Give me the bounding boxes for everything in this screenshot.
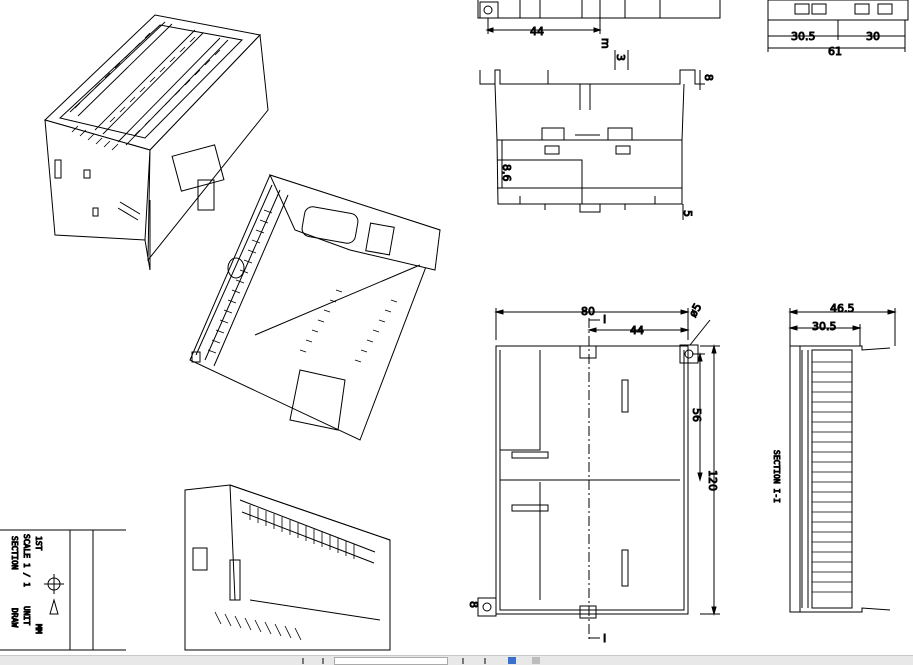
top-view-dim-44: 44: [530, 25, 544, 38]
front-dim-44: 44: [630, 324, 644, 337]
top-view-dim-3: 3: [614, 54, 627, 61]
status-divider: [322, 658, 324, 664]
status-divider: [484, 658, 486, 664]
section-dim-46-5: 46.5: [830, 302, 855, 315]
section-view: [788, 308, 897, 613]
front-dim-8: 8: [467, 601, 480, 608]
isometric-view-bottom: [184, 484, 391, 651]
title-block: [0, 529, 126, 651]
isometric-view-middle: [189, 174, 441, 441]
status-input-field[interactable]: [334, 657, 448, 665]
pencil-icon[interactable]: [508, 657, 516, 664]
section-dim-30-5: 30.5: [812, 320, 837, 333]
title-block-section: SECTION: [10, 536, 19, 570]
front-dim-120: 120: [706, 470, 719, 491]
title-block-1st: 1ST: [34, 536, 43, 551]
status-divider: [462, 658, 464, 664]
title-block-scale: SCALE 1 / 1: [22, 534, 31, 587]
top-view-dim-8: 8: [702, 74, 715, 81]
top-right-view: [767, 0, 909, 52]
top-view: [479, 50, 705, 220]
title-block-mm: MM: [34, 624, 43, 634]
title-block-draw: DRAW: [10, 608, 19, 627]
title-block-unit: UNIT: [22, 606, 31, 625]
top-right-dim-30: 30: [866, 30, 880, 43]
top-right-dim-61: 61: [828, 45, 842, 58]
status-bar: [0, 655, 913, 665]
section-mark-bottom: I: [603, 632, 606, 645]
section-mark-top: I: [603, 313, 606, 326]
top-view-dim-5: 5: [681, 210, 694, 217]
isometric-view-top: [44, 14, 269, 271]
front-dim-56: 56: [690, 408, 703, 422]
top-view-dim-8-6: 8.6: [500, 164, 513, 182]
page-icon[interactable]: [532, 657, 540, 664]
front-view: [477, 308, 720, 640]
section-label: SECTION I-I: [772, 450, 781, 503]
status-divider: [302, 658, 304, 664]
front-dim-80: 80: [581, 305, 595, 318]
front-dim-hole: ø5: [686, 301, 704, 319]
top-right-dim-30-5: 30.5: [791, 30, 816, 43]
top-view-dim-m: m: [599, 38, 612, 49]
top-center-view: [477, 0, 721, 34]
